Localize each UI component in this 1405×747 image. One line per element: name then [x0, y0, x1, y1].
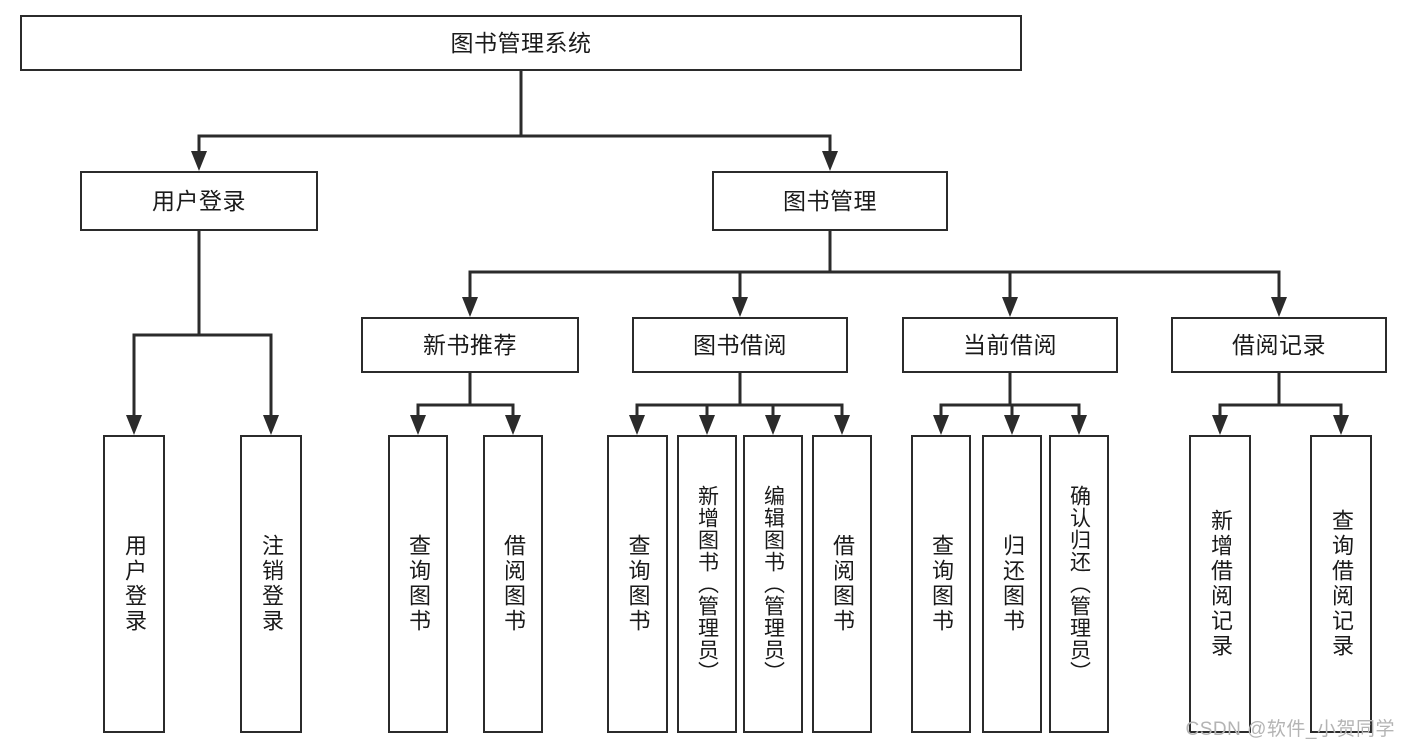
node-book-borrow[interactable]: 图书借阅 [632, 317, 848, 373]
node-label-root: 图书管理系统 [450, 29, 592, 56]
node-label-leaf-user-login: 用户登录 [122, 534, 147, 634]
level3-3-to-leaves-arrow-1 [1333, 415, 1349, 435]
node-label-user-login: 用户登录 [152, 187, 246, 214]
node-leaf-borrow-book-2[interactable]: 借阅图书 [812, 435, 872, 733]
node-book-manage[interactable]: 图书管理 [712, 171, 948, 231]
node-borrow-record[interactable]: 借阅记录 [1171, 317, 1387, 373]
level3-3-to-leaves-arrow-0 [1212, 415, 1228, 435]
node-leaf-query-record[interactable]: 查询借阅记录 [1310, 435, 1372, 733]
node-label-leaf-borrow-book-2: 借阅图书 [830, 534, 855, 634]
level3-2-to-leaves-arrow-1 [1004, 415, 1020, 435]
node-label-leaf-return-book: 归还图书 [1000, 534, 1025, 634]
level3-1-to-leaves-arrow-0 [629, 415, 645, 435]
node-label-leaf-query-book-1: 查询图书 [406, 534, 431, 634]
node-leaf-borrow-book-1[interactable]: 借阅图书 [483, 435, 543, 733]
node-leaf-confirm-return[interactable]: 确认归还（管理员） [1049, 435, 1109, 733]
node-label-leaf-confirm-return: 确认归还（管理员） [1067, 485, 1091, 683]
book-manage-to-level3-arrow-1 [732, 297, 748, 317]
book-manage-to-level3-arrow-3 [1271, 297, 1287, 317]
node-label-leaf-query-book-2: 查询图书 [625, 534, 651, 634]
level3-0-to-leaves-arrow-0 [410, 415, 426, 435]
node-leaf-add-record[interactable]: 新增借阅记录 [1189, 435, 1251, 733]
node-label-current-borrow: 当前借阅 [963, 331, 1057, 358]
csdn-watermark: CSDN @软件_小贺同学 [1185, 719, 1395, 740]
node-user-login[interactable]: 用户登录 [80, 171, 318, 231]
node-label-leaf-logout: 注销登录 [259, 534, 284, 634]
level3-1-to-leaves-arrow-2 [765, 415, 781, 435]
node-label-leaf-borrow-book-1: 借阅图书 [501, 534, 526, 634]
node-label-leaf-edit-book: 编辑图书（管理员） [761, 485, 785, 683]
level3-0-to-leaves-arrow-1 [505, 415, 521, 435]
node-leaf-logout[interactable]: 注销登录 [240, 435, 302, 733]
node-leaf-query-book-1[interactable]: 查询图书 [388, 435, 448, 733]
user-login-to-leaves-arrow-0 [126, 415, 142, 435]
root-to-level2-arrow-1 [822, 151, 838, 171]
node-label-book-manage: 图书管理 [783, 187, 877, 214]
node-label-book-borrow: 图书借阅 [693, 331, 787, 358]
node-leaf-user-login[interactable]: 用户登录 [103, 435, 165, 733]
book-manage-to-level3-arrow-0 [462, 297, 478, 317]
level3-2-to-leaves-arrow-0 [933, 415, 949, 435]
root-to-level2-arrow-0 [191, 151, 207, 171]
level3-1-to-leaves-arrow-1 [699, 415, 715, 435]
node-root[interactable]: 图书管理系统 [20, 15, 1022, 71]
node-label-new-book-rec: 新书推荐 [423, 331, 517, 358]
node-label-leaf-query-record: 查询借阅记录 [1329, 509, 1354, 659]
node-leaf-query-book-2[interactable]: 查询图书 [607, 435, 668, 733]
node-leaf-edit-book[interactable]: 编辑图书（管理员） [743, 435, 803, 733]
node-leaf-return-book[interactable]: 归还图书 [982, 435, 1042, 733]
node-new-book-rec[interactable]: 新书推荐 [361, 317, 579, 373]
level3-2-to-leaves-arrow-2 [1071, 415, 1087, 435]
node-label-leaf-add-book: 新增图书（管理员） [695, 485, 719, 683]
node-label-borrow-record: 借阅记录 [1232, 331, 1326, 358]
user-login-to-leaves-arrow-1 [263, 415, 279, 435]
book-manage-to-level3-arrow-2 [1002, 297, 1018, 317]
node-leaf-query-book-3[interactable]: 查询图书 [911, 435, 971, 733]
level3-1-to-leaves-arrow-3 [834, 415, 850, 435]
node-current-borrow[interactable]: 当前借阅 [902, 317, 1118, 373]
node-leaf-add-book[interactable]: 新增图书（管理员） [677, 435, 737, 733]
node-label-leaf-query-book-3: 查询图书 [929, 534, 954, 634]
node-label-leaf-add-record: 新增借阅记录 [1208, 509, 1233, 659]
